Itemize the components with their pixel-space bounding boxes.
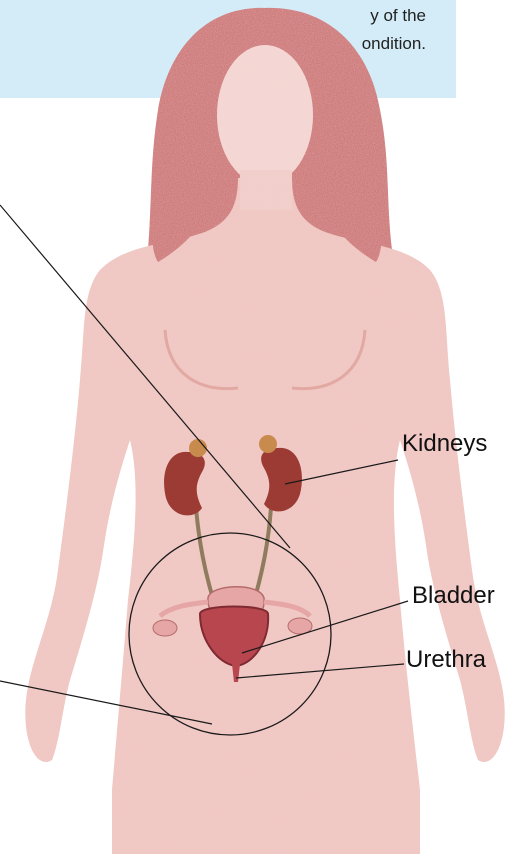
neck xyxy=(240,170,292,210)
label-kidneys: Kidneys xyxy=(402,430,487,458)
body-silhouette xyxy=(25,178,504,854)
label-urethra: Urethra xyxy=(406,646,486,674)
left-ovary xyxy=(153,620,177,636)
face xyxy=(217,45,313,185)
label-bladder: Bladder xyxy=(412,582,495,610)
right-adrenal xyxy=(259,435,277,453)
left-adrenal xyxy=(189,439,207,457)
